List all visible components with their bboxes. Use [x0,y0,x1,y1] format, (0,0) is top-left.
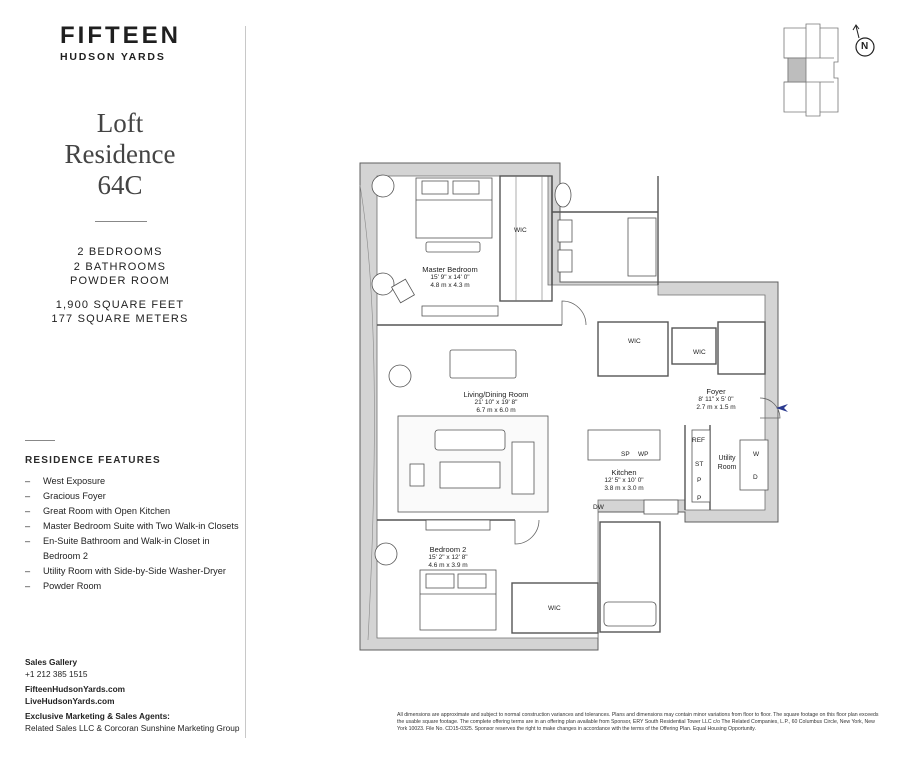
contact-block: Sales Gallery +1 212 385 1515 FifteenHud… [25,657,239,734]
key-plan [783,23,839,117]
plan-labels: Master Bedroom 15' 9" x 14' 0" 4.8 m x 4… [340,150,800,670]
feature-item: –Master Bedroom Suite with Two Walk-in C… [25,521,239,531]
north-label: N [861,41,869,52]
feature-item: –West Exposure [25,476,106,486]
kitchen-label: Kitchen 12' 5" x 10' 0" 3.8 m x 3.0 m [604,468,644,492]
feature-item: –Gracious Foyer [25,491,106,501]
p-label: P [697,495,702,502]
north-indicator: N [850,24,880,60]
wp-label: WP [638,451,649,458]
bedrooms-count: 2 BEDROOMS [77,246,163,258]
living-room-label: Living/Dining Room 21' 10" x 19' 8" 6.7 … [463,390,529,414]
ref-label: REF [692,437,705,444]
features-divider [25,440,55,441]
bathrooms-count: 2 BATHROOMS [73,260,167,273]
brand-name-line2: HUDSON YARDS [60,51,166,63]
square-feet: 1,900 SQUARE FEET [55,298,185,311]
title-line3: 64C [97,170,143,200]
d-label: D [753,474,758,481]
wic-label: WIC [548,605,561,612]
residence-title: Loft Residence 64C [20,108,220,201]
agents-names: Related Sales LLC & Corcoran Sunshine Ma… [25,722,240,733]
floor-plan [359,162,788,651]
residence-facts: 2 BEDROOMS 2 BATHROOMS POWDER ROOM 1,900… [20,245,220,327]
utility-room-label: Utility Room [717,455,737,471]
master-bedroom-label: Master Bedroom 15' 9" x 14' 0" 4.8 m x 4… [422,265,478,289]
features-list: –West Exposure –Gracious Foyer –Great Ro… [25,474,243,594]
agents-label: Exclusive Marketing & Sales Agents: [25,711,170,721]
feature-item: –Utility Room with Side-by-Side Washer-D… [25,566,226,576]
brand-logo: FIFTEEN HUDSON YARDS [60,24,184,64]
feature-item: –Powder Room [25,581,102,591]
dw-label: DW [593,504,604,511]
website-link-1[interactable]: FifteenHudsonYards.com [25,684,126,694]
title-line2: Residence [64,139,176,169]
info-panel: FIFTEEN HUDSON YARDS Loft Residence 64C … [0,0,246,760]
features-heading: RESIDENCE FEATURES [25,455,161,466]
square-meters: 177 SQUARE METERS [51,313,189,325]
foyer-label: Foyer 8' 11" x 5' 0" 2.7 m x 1.5 m [696,387,736,411]
st-label: ST [695,461,704,468]
feature-item: –Great Room with Open Kitchen [25,506,171,516]
wic-label: WIC [628,338,641,345]
north-arrow-icon [852,24,875,57]
legal-disclaimer: All dimensions are approximate and subje… [397,712,879,732]
powder-room: POWDER ROOM [70,275,170,287]
column-divider [245,26,246,738]
title-divider [95,221,147,222]
sales-gallery-label: Sales Gallery [25,657,78,667]
wic-label: WIC [514,227,527,234]
feature-item: –En-Suite Bathroom and Walk-in Closet in… [25,536,210,561]
w-label: W [753,451,760,458]
wic-label: WIC [693,349,706,356]
p-label: P [697,477,702,484]
sp-label: SP [621,451,630,458]
bedroom-2-label: Bedroom 2 15' 2" x 12' 8" 4.6 m x 3.9 m [428,545,468,569]
brand-name-line1: FIFTEEN [60,22,181,49]
website-link-2[interactable]: LiveHudsonYards.com [25,695,115,706]
title-line1: Loft [96,108,144,138]
phone-number[interactable]: +1 212 385 1515 [25,668,88,679]
